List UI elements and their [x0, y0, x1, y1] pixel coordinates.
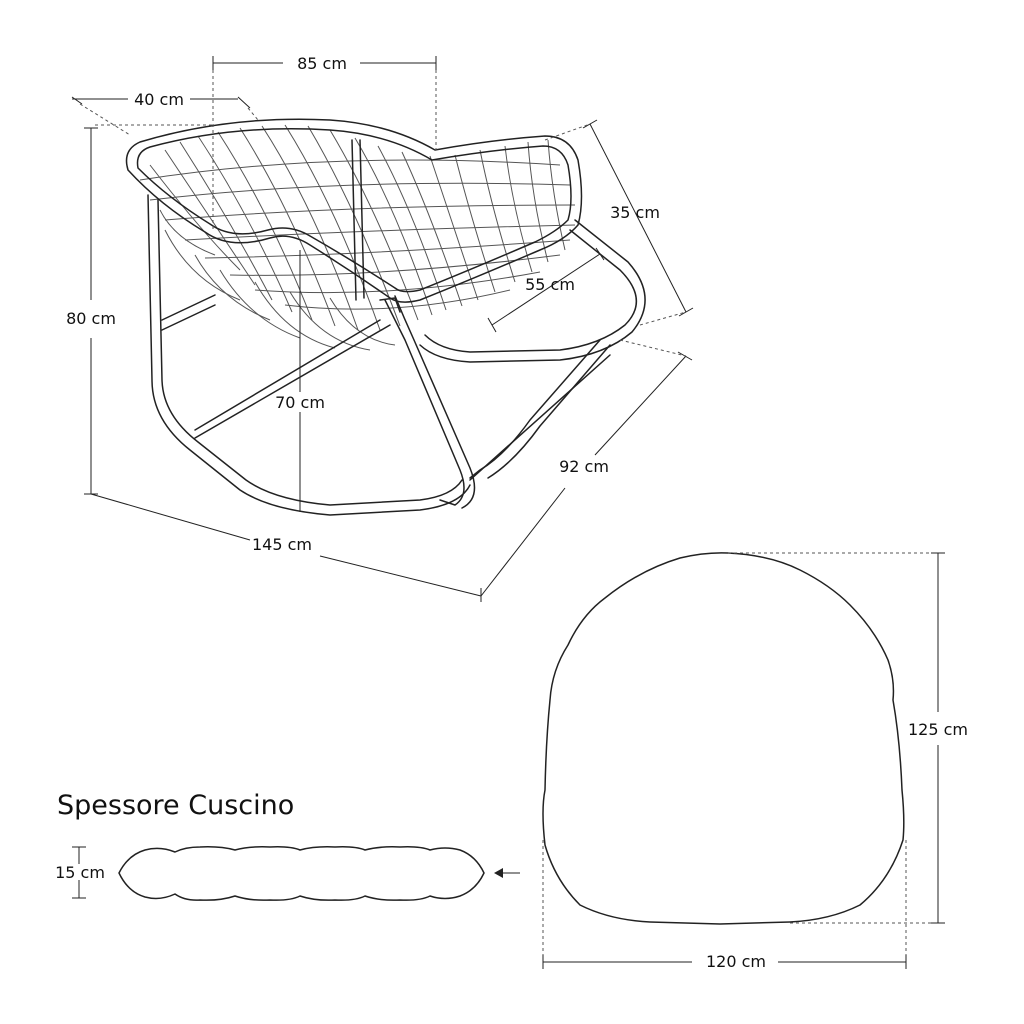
dim-backrest-depth-label: 35 cm	[610, 203, 660, 222]
dim-total-height-label: 80 cm	[66, 309, 116, 328]
dim-depth-label: 92 cm	[559, 457, 609, 476]
cushion-outline	[542, 552, 905, 925]
chair-stretcher-1	[161, 294, 216, 321]
chair-back-post-1	[351, 139, 357, 301]
chair-left-leg	[147, 194, 471, 516]
chair-left-leg-inner	[157, 199, 463, 506]
chair-stretcher-5	[469, 354, 611, 481]
chair-stretcher-2	[161, 304, 216, 331]
cushion-front-view	[494, 552, 945, 969]
chair-back-post-2	[359, 139, 365, 299]
cushion-side-view	[72, 846, 485, 901]
dim-frame-width-label: 85 cm	[297, 54, 347, 73]
chair-front-leg-inner	[394, 295, 476, 509]
chair-stretcher-3	[194, 324, 391, 439]
cushion-thickness-title: Spessore Cuscino	[57, 790, 294, 821]
dim-seat-width-label: 55 cm	[525, 275, 575, 294]
chair-stretcher-4	[194, 319, 381, 431]
cushion-height-label: 125 cm	[908, 720, 968, 739]
chair-front-leg	[384, 299, 465, 506]
chair-dimension-lines	[71, 56, 694, 602]
cushion-width-label: 120 cm	[706, 952, 766, 971]
chair-drawing	[125, 118, 646, 516]
dim-seat-edge-label: 40 cm	[134, 90, 184, 109]
dim-seat-height-label: 70 cm	[275, 393, 325, 412]
chair-top-rim-inner	[136, 128, 572, 293]
chair-basket-wires	[139, 124, 576, 351]
cushion-thickness-label: 15 cm	[55, 863, 105, 882]
arrow-head-icon	[494, 868, 503, 878]
cushion-thickness-outline	[118, 846, 485, 901]
chair-top-rim	[125, 118, 583, 303]
chair-back-leg-inner	[487, 344, 611, 479]
chair-seat-front-post	[379, 297, 401, 313]
dim-length-label: 145 cm	[252, 535, 312, 554]
